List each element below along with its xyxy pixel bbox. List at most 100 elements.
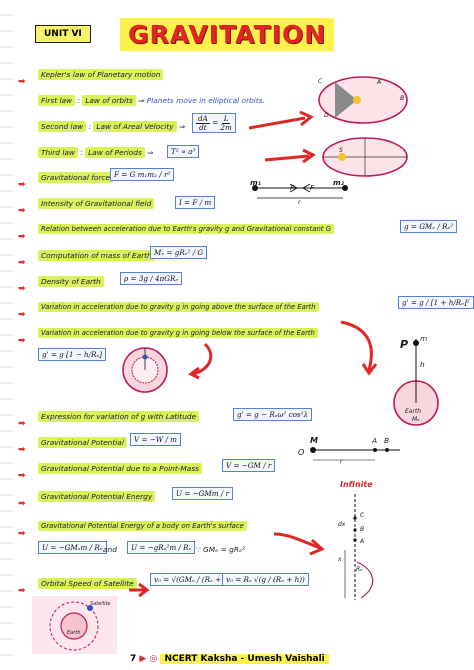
orbital-text: Orbital Speed of Satellite <box>38 578 137 589</box>
youtube-icon: ▶ <box>139 654 147 664</box>
force-formula: F = G m₁m₂ / r² <box>110 168 175 181</box>
orbital-heading: Orbital Speed of Satellite <box>38 578 137 589</box>
above-heading: Variation in acceleration due to gravity… <box>38 302 319 312</box>
earth-label: Earth <box>405 408 422 415</box>
body-formula-1: U = −GMₑm / Rₑ <box>38 541 107 554</box>
pot-energy-body-heading: Gravitational Potential Energy of a body… <box>38 521 247 531</box>
earth-cross-section-diagram <box>122 347 168 393</box>
intensity-heading: Intensity of Gravitational field <box>38 198 155 209</box>
arrow-bullet-icon: ➡ <box>18 419 26 429</box>
red-curved-arrow-icon <box>188 342 213 380</box>
pot-energy-heading: Gravitational Potential Energy <box>38 491 156 502</box>
mass-m1-label: m₁ <box>250 178 261 187</box>
first-law-name: Law of orbits <box>82 95 136 106</box>
arrow-bullet-icon: ➡ <box>18 206 26 216</box>
second-law-row: Second law : Law of Areal Velocity ⇒ <box>38 121 185 132</box>
kepler-heading: Kepler's law of Planetary motion <box>38 69 164 80</box>
infinite-distance-diagram <box>344 494 374 600</box>
potential-point-heading: Gravitational Potential due to a Point-M… <box>38 463 203 474</box>
vertical-a-label: A <box>360 538 365 545</box>
satellite-label: Satellite <box>90 601 111 607</box>
first-law-label: First law <box>38 95 76 106</box>
grav-force-heading: Gravitational force <box>38 172 114 183</box>
third-law-formula: T² ∝ a³ <box>167 145 200 158</box>
vertical-b-label: B <box>360 526 365 533</box>
first-law-row: First law : Law of orbits ⇒ Planets move… <box>38 95 265 106</box>
areal-lhs-den: dt <box>199 122 207 132</box>
below-formula: g' = g [1 − h/Rₑ] <box>38 348 107 361</box>
density-formula: ρ = 3g / 4πGRₑ <box>120 272 183 285</box>
potential-heading: Gravitational Potential <box>38 437 127 448</box>
latitude-text: Expression for variation of g with Latit… <box>38 411 200 422</box>
relation-heading: Relation between acceleration due to Ear… <box>38 224 335 234</box>
vertical-r-label: Rₑ <box>356 566 363 573</box>
pot-energy-body-text: Gravitational Potential Energy of a body… <box>38 521 247 531</box>
instagram-icon: ◎ <box>149 654 158 664</box>
relation-formula: g = GMₑ / Rₑ² <box>400 220 458 233</box>
arrow-bullet-icon: ➡ <box>18 258 26 268</box>
second-law-name: Law of Areal Velocity <box>93 121 177 132</box>
sun-label: S <box>339 147 343 154</box>
arrow-bullet-icon: ➡ <box>18 499 26 509</box>
arrow-bullet-icon: ➡ <box>18 586 26 596</box>
above-formula: g' = g / [1 + h/Rₑ]² <box>398 296 474 309</box>
grav-force-text: Gravitational force <box>38 172 114 183</box>
infinite-label: Infinite <box>340 480 373 489</box>
arrow-bullet-icon: ➡ <box>18 180 26 190</box>
vertical-c-label: C <box>360 512 365 519</box>
pot-energy-formula: U = −GMm / r <box>172 487 234 500</box>
line-a-label: A <box>372 436 378 445</box>
potential-formula: V = −W / m <box>130 433 181 446</box>
mass-heading: Computation of mass of Earth <box>38 250 155 261</box>
mass-m2-label: m₂ <box>333 178 344 187</box>
vertical-dx-label: dx <box>338 521 346 528</box>
areal-rhs-num: L <box>221 114 231 124</box>
red-arrow-icon <box>248 110 316 164</box>
red-arrow-icon <box>273 532 325 556</box>
satellite-orbit-diagram <box>32 596 117 654</box>
point-mass-line-diagram <box>310 447 400 461</box>
arrow-bullet-icon: ➡ <box>18 471 26 481</box>
page-margin-strip <box>0 0 13 670</box>
arrow-bullet-icon: ➡ <box>18 445 26 455</box>
orbit-label-c: C <box>318 78 323 85</box>
page-title: GRAVITATION <box>120 18 335 51</box>
below-text: Variation in acceleration due to gravity… <box>38 328 318 338</box>
areal-lhs-num: dA <box>196 114 210 124</box>
force-f-label: F <box>290 183 295 192</box>
orbit-ellipse-diagram-2 <box>322 137 408 177</box>
areal-rhs-den: 2m <box>220 122 232 132</box>
arrow-bullet-icon: ➡ <box>18 284 26 294</box>
potential-text: Gravitational Potential <box>38 437 127 448</box>
above-text: Variation in acceleration due to gravity… <box>38 302 319 312</box>
third-law-row: Third law : Law of Periods ⇒ <box>38 147 153 158</box>
potential-point-text: Gravitational Potential due to a Point-M… <box>38 463 203 474</box>
orbital-formula-1: v₀ = √(GMₑ / (Rₑ + h)) <box>150 573 238 586</box>
relation-text: Relation between acceleration due to Ear… <box>38 224 335 234</box>
arrow-bullet-icon: ➡ <box>18 77 26 87</box>
latitude-formula: g' = g − Rₑω² cos²λ <box>233 408 313 421</box>
arrow-bullet-icon: ➡ <box>18 529 26 539</box>
footer-brand: NCERT Kaksha - Umesh Vaishali <box>160 654 329 664</box>
latitude-heading: Expression for variation of g with Latit… <box>38 411 200 422</box>
unit-label: UNIT VI <box>35 25 91 43</box>
swept-area-shape <box>335 82 357 118</box>
kepler-heading-text: Kepler's law of Planetary motion <box>38 69 164 80</box>
line-b-label: B <box>384 436 390 445</box>
density-text: Density of Earth <box>38 276 104 287</box>
arrow-bullet-icon: ➡ <box>18 310 26 320</box>
force-f2-label: F <box>310 183 315 192</box>
arrow-bullet-icon: ➡ <box>18 336 26 346</box>
height-h-label: h <box>420 360 425 369</box>
earth-mass-label: Mₑ <box>412 416 420 423</box>
vertical-x-label: x <box>338 556 342 563</box>
line-r-label: r <box>340 458 343 465</box>
body-formula-2: U = −gRₑ²m / Rₑ <box>127 541 196 554</box>
third-law-name: Law of Periods <box>85 147 145 158</box>
distance-r-label: r <box>298 199 301 206</box>
point-p-label: P <box>400 338 409 351</box>
line-m-label: M <box>310 436 318 445</box>
below-heading: Variation in acceleration due to gravity… <box>38 328 318 338</box>
